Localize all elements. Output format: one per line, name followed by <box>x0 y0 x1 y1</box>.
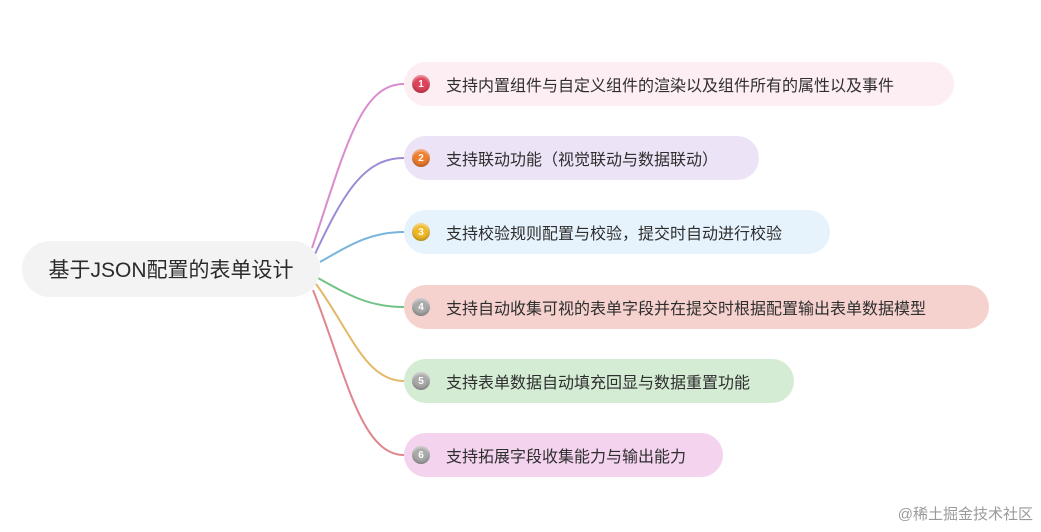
branch-node-label: 支持内置组件与自定义组件的渲染以及组件所有的属性以及事件 <box>446 78 895 95</box>
branch-node-label: 支持自动收集可视的表单字段并在提交时根据配置输出表单数据模型 <box>446 301 927 318</box>
number-badge-icon: 6 <box>412 446 430 464</box>
branch-node-6[interactable]: 6 支持拓展字段收集能力与输出能力 <box>404 433 723 477</box>
branch-node-label: 支持表单数据自动填充回显与数据重置功能 <box>446 375 751 392</box>
connector-line-2 <box>314 157 405 255</box>
connector-line-3 <box>319 231 405 263</box>
number-badge-icon: 1 <box>412 75 430 93</box>
watermark: @稀土掘金技术社区 <box>897 506 1033 523</box>
number-badge-icon: 5 <box>412 372 430 390</box>
root-node[interactable]: 基于JSON配置的表单设计 <box>22 241 320 297</box>
branch-node-label: 支持联动功能（视觉联动与数据联动） <box>446 152 719 169</box>
branch-node-label: 支持拓展字段收集能力与输出能力 <box>446 449 687 466</box>
connector-line-6 <box>312 289 405 456</box>
number-badge-icon: 3 <box>412 223 430 241</box>
connector-line-4 <box>317 277 405 308</box>
number-badge-icon: 2 <box>412 149 430 167</box>
branch-node-1[interactable]: 1 支持内置组件与自定义组件的渲染以及组件所有的属性以及事件 <box>404 62 954 106</box>
branch-node-2[interactable]: 2 支持联动功能（视觉联动与数据联动） <box>404 136 759 180</box>
root-node-label: 基于JSON配置的表单设计 <box>48 259 294 282</box>
connector-line-1 <box>311 83 405 249</box>
connector-line-5 <box>315 283 405 382</box>
branch-node-4[interactable]: 4 支持自动收集可视的表单字段并在提交时根据配置输出表单数据模型 <box>404 285 989 329</box>
branch-node-5[interactable]: 5 支持表单数据自动填充回显与数据重置功能 <box>404 359 794 403</box>
branch-node-3[interactable]: 3 支持校验规则配置与校验，提交时自动进行校验 <box>404 210 830 254</box>
branch-node-label: 支持校验规则配置与校验，提交时自动进行校验 <box>446 226 783 243</box>
number-badge-icon: 4 <box>412 298 430 316</box>
